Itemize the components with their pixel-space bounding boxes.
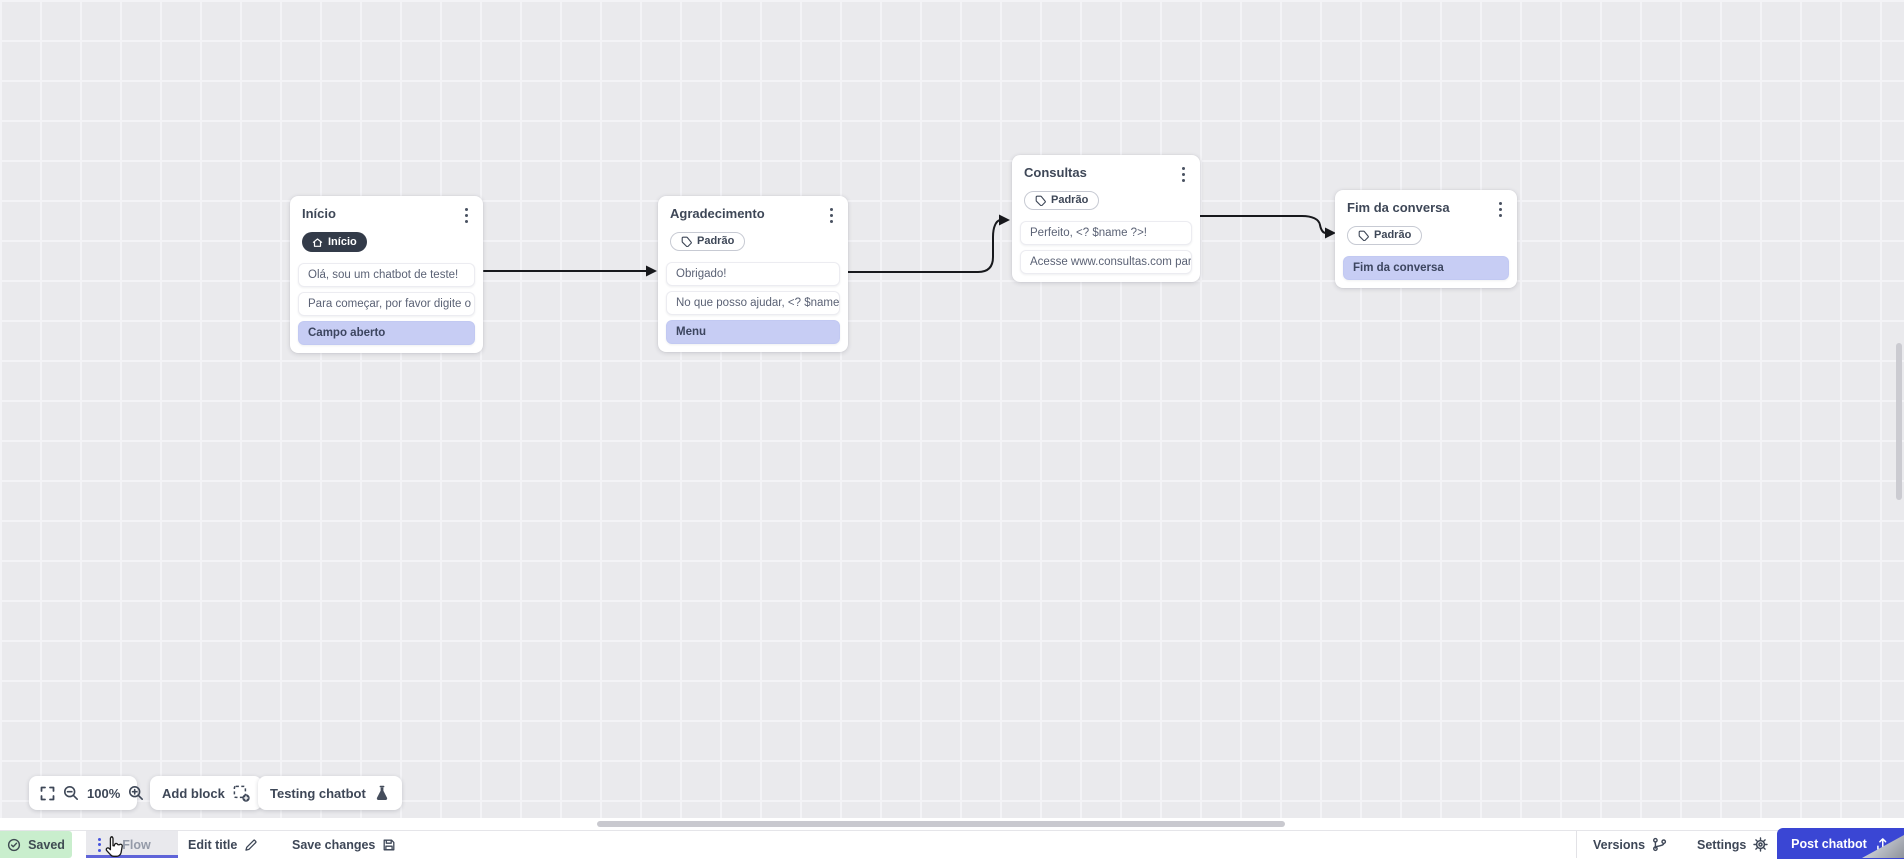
statusbar-divider [1576, 831, 1577, 858]
mouse-cursor-pointer [103, 835, 126, 865]
home-icon [312, 237, 323, 248]
node-message-card[interactable]: Acesse www.consultas.com par... [1020, 250, 1192, 274]
zoom-level: 100% [87, 785, 121, 801]
flow-tab-label: Flow [122, 837, 151, 852]
node-badge: Padrão [1347, 226, 1423, 245]
gear-icon [1753, 837, 1769, 852]
node-action-card[interactable]: Menu [666, 320, 840, 344]
node-title: Início [302, 206, 336, 221]
versions-label: Versions [1593, 837, 1646, 852]
add-block-button[interactable]: Add block [150, 776, 262, 810]
tag-icon [1358, 230, 1369, 241]
active-tab-indicator [86, 855, 178, 858]
tab-flow[interactable]: Flow [86, 831, 178, 858]
save-icon [382, 838, 396, 852]
tag-icon [681, 236, 692, 247]
testing-chatbot-label: Testing chatbot [270, 785, 366, 801]
edge-consultas-to-fim-da-conversa [1199, 215, 1327, 234]
zoom-out-icon[interactable] [63, 785, 79, 801]
node-badge: Padrão [1024, 191, 1100, 210]
settings-label: Settings [1697, 837, 1747, 852]
node-badge-label: Início [328, 235, 357, 248]
tab-kebab-icon[interactable] [96, 836, 103, 854]
node-action-card[interactable]: Campo aberto [298, 320, 475, 345]
node-action-card[interactable]: Fim da conversa [1343, 256, 1509, 280]
edit-title-button[interactable]: Edit title [188, 831, 258, 858]
node-badge-label: Padrão [1051, 194, 1089, 206]
edge-arrowhead [646, 265, 657, 277]
pencil-icon [244, 838, 258, 852]
node-cards: Olá, sou um chatbot de teste! Para começa… [298, 262, 475, 345]
check-circle-icon [7, 838, 21, 852]
node-badge: Início [302, 232, 367, 252]
node-title: Fim da conversa [1347, 200, 1450, 215]
versions-button[interactable]: Versions [1593, 831, 1667, 858]
kebab-menu-icon[interactable] [1496, 200, 1505, 219]
node-message-card[interactable]: Perfeito, <? $name ?>! [1020, 221, 1192, 245]
saved-status-badge: Saved [0, 831, 72, 858]
zoom-controls: 100% [29, 776, 144, 810]
node-title: Agradecimento [670, 206, 765, 221]
node-message-card[interactable]: No que posso ajudar, <? $name ... [666, 291, 840, 315]
horizontal-scrollbar[interactable] [597, 821, 1285, 827]
node-badge-label: Padrão [1374, 229, 1412, 241]
testing-chatbot-button[interactable]: Testing chatbot [258, 776, 402, 810]
add-block-label: Add block [162, 785, 225, 801]
save-changes-button[interactable]: Save changes [292, 831, 396, 858]
tag-icon [1035, 195, 1046, 206]
node-cards: Fim da conversa [1343, 256, 1509, 280]
zoom-in-icon[interactable] [128, 785, 144, 801]
node-badge-label: Padrão [697, 235, 735, 247]
edge-arrowhead [999, 214, 1010, 226]
edit-title-label: Edit title [188, 837, 238, 852]
post-chatbot-label: Post chatbot [1791, 836, 1867, 851]
edges-layer [483, 214, 1336, 277]
kebab-menu-icon[interactable] [1179, 165, 1188, 184]
edge-agradecimento-to-consultas [847, 219, 1001, 273]
vertical-scrollbar[interactable] [1896, 343, 1902, 500]
flask-icon [374, 785, 390, 801]
save-changes-label: Save changes [292, 837, 376, 852]
node-title: Consultas [1024, 165, 1087, 180]
node-cards: Perfeito, <? $name ?>! Acesse www.consult… [1020, 221, 1192, 274]
fullscreen-icon[interactable] [40, 786, 55, 801]
settings-button[interactable]: Settings [1697, 831, 1769, 858]
node-message-card[interactable]: Para começar, por favor digite o ... [298, 291, 475, 316]
kebab-menu-icon[interactable] [827, 206, 836, 225]
node-badge: Padrão [670, 232, 746, 251]
node-message-card[interactable]: Obrigado! [666, 262, 840, 286]
saved-label: Saved [28, 837, 65, 852]
node-message-card[interactable]: Olá, sou um chatbot de teste! [298, 262, 475, 287]
status-bar: Saved Flow Edit title Save changes Versi… [0, 828, 1904, 859]
git-branch-icon [1652, 837, 1667, 852]
node-cards: Obrigado! No que posso ajudar, <? $name .… [666, 262, 840, 344]
add-block-icon [233, 785, 250, 802]
kebab-menu-icon[interactable] [462, 206, 471, 225]
